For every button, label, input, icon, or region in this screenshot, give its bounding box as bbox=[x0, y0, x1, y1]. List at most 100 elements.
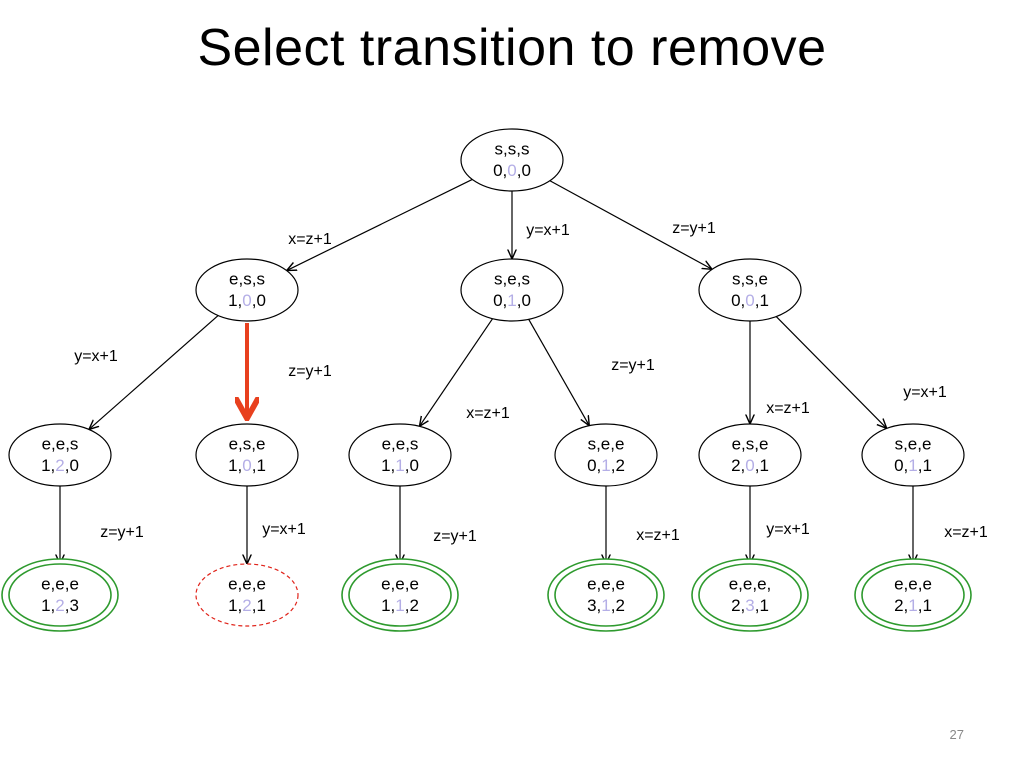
state-locations: e,e,e bbox=[41, 574, 79, 593]
transition-n1-n5[interactable]: z=y+1 bbox=[247, 323, 332, 416]
transition-label: y=x+1 bbox=[903, 384, 947, 401]
transition-n2-n6[interactable]: x=z+1 bbox=[419, 318, 510, 427]
state-node-f3[interactable]: e,e,e 1,1,2 bbox=[341, 558, 459, 632]
transition-root-n3[interactable]: z=y+1 bbox=[549, 180, 716, 270]
transition-label: z=y+1 bbox=[433, 528, 477, 545]
state-node-f6[interactable]: e,e,e2,1,1 bbox=[854, 558, 972, 632]
state-outline bbox=[195, 258, 299, 322]
state-values: 0,1,0 bbox=[493, 291, 531, 310]
transition-n3-n8[interactable]: x=z+1 bbox=[750, 321, 810, 424]
page-number: 27 bbox=[949, 727, 964, 742]
transition-n7-f4[interactable]: x=z+1 bbox=[606, 486, 680, 564]
state-node-n3[interactable]: s,s,e 0,0,1 bbox=[698, 258, 802, 322]
state-node-f2[interactable]: e,e,e1,2,1 bbox=[195, 563, 299, 627]
transition-n6-f3[interactable]: z=y+1 bbox=[400, 486, 477, 564]
state-node-n6[interactable]: e,e,s 1,1,0 bbox=[348, 423, 452, 487]
edges-layer: x=z+1 y=x+1 z=y+1 y=x+1 z=y+1 x=z+1 z=y+1 x=z+1… bbox=[60, 178, 988, 564]
state-node-f1[interactable]: e,e,e 1,2,3 bbox=[1, 558, 119, 632]
transition-arrow[interactable] bbox=[775, 316, 886, 429]
state-node-n8[interactable]: e,s,e 2,0,1 bbox=[698, 423, 802, 487]
state-outline bbox=[698, 423, 802, 487]
state-values: 1,2,0 bbox=[41, 456, 79, 475]
transition-arrow[interactable] bbox=[89, 315, 219, 430]
transition-arrow[interactable] bbox=[287, 178, 473, 270]
state-node-f5[interactable]: e,e,e, 2,3,1 bbox=[691, 558, 809, 632]
state-values: 2,1,1 bbox=[894, 596, 932, 615]
state-values: 1,0,0 bbox=[228, 291, 266, 310]
state-locations: s,e,e bbox=[588, 434, 625, 453]
state-values: 1,1,0 bbox=[381, 456, 419, 475]
state-outline bbox=[348, 423, 452, 487]
state-outline bbox=[460, 258, 564, 322]
state-locations: s,e,s bbox=[494, 269, 530, 288]
transition-n3-n9[interactable]: y=x+1 bbox=[775, 316, 947, 429]
state-values: 1,2,3 bbox=[41, 596, 79, 615]
transition-label: x=z+1 bbox=[466, 405, 510, 422]
transition-label: z=y+1 bbox=[100, 524, 144, 541]
state-node-root[interactable]: s,s,s 0,0,0 bbox=[460, 128, 564, 192]
final-state-inner-ring bbox=[554, 563, 658, 627]
state-outline bbox=[861, 423, 965, 487]
transition-arrow[interactable] bbox=[549, 180, 712, 270]
state-locations: e,e,e, bbox=[729, 574, 772, 593]
state-outline bbox=[460, 128, 564, 192]
state-locations: e,e,e bbox=[587, 574, 625, 593]
state-values: 3,1,2 bbox=[587, 596, 625, 615]
state-values: 0,0,1 bbox=[731, 291, 769, 310]
state-values: 0,1,2 bbox=[587, 456, 625, 475]
state-locations: s,e,e bbox=[895, 434, 932, 453]
final-state-inner-ring bbox=[861, 563, 965, 627]
state-node-f4[interactable]: e,e,e 3,1,2 bbox=[547, 558, 665, 632]
transition-label: y=x+1 bbox=[74, 348, 118, 365]
transition-label: y=x+1 bbox=[766, 521, 810, 538]
state-values: 0,1,1 bbox=[894, 456, 932, 475]
transition-n4-f1[interactable]: z=y+1 bbox=[60, 486, 144, 564]
state-node-n5[interactable]: e,s,e 1,0,1 bbox=[195, 423, 299, 487]
state-locations: s,s,e bbox=[732, 269, 768, 288]
state-values: 1,0,1 bbox=[228, 456, 266, 475]
state-values: 0,0,0 bbox=[493, 161, 531, 180]
transition-label: x=z+1 bbox=[636, 527, 680, 544]
transition-n8-f5[interactable]: y=x+1 bbox=[750, 486, 810, 564]
state-node-n2[interactable]: s,e,s 0,1,0 bbox=[460, 258, 564, 322]
state-locations: e,e,s bbox=[382, 434, 419, 453]
state-locations: e,e,e bbox=[381, 574, 419, 593]
transition-label: y=x+1 bbox=[262, 521, 306, 538]
transition-label: z=y+1 bbox=[672, 220, 716, 237]
state-node-n9[interactable]: s,e,e 0,1,1 bbox=[861, 423, 965, 487]
state-node-n1[interactable]: e,s,s 1,0,0 bbox=[195, 258, 299, 322]
transition-root-n2[interactable]: y=x+1 bbox=[512, 191, 570, 259]
removed-state-outline bbox=[195, 563, 299, 627]
transition-arrow[interactable] bbox=[419, 318, 494, 427]
state-locations: e,e,s bbox=[42, 434, 79, 453]
final-state-inner-ring bbox=[698, 563, 802, 627]
state-values: 1,1,2 bbox=[381, 596, 419, 615]
transition-n1-n4[interactable]: y=x+1 bbox=[74, 315, 219, 430]
final-state-inner-ring bbox=[8, 563, 112, 627]
transition-label: x=z+1 bbox=[288, 231, 332, 248]
final-state-inner-ring bbox=[348, 563, 452, 627]
transition-n2-n7[interactable]: z=y+1 bbox=[528, 318, 655, 425]
state-values: 2,3,1 bbox=[731, 596, 769, 615]
transition-label: z=y+1 bbox=[611, 357, 655, 374]
state-locations: s,s,s bbox=[495, 139, 530, 158]
transition-n5-f2[interactable]: y=x+1 bbox=[247, 486, 306, 564]
transition-label: x=z+1 bbox=[766, 400, 810, 417]
state-node-n7[interactable]: s,e,e 0,1,2 bbox=[554, 423, 658, 487]
state-values: 2,0,1 bbox=[731, 456, 769, 475]
nodes-layer: s,s,s 0,0,0 e,s,s 1,0,0 s,e,s 0,1,0 s,s,e 0,0,1… bbox=[1, 128, 972, 632]
state-locations: e,s,e bbox=[229, 434, 266, 453]
transition-root-n1[interactable]: x=z+1 bbox=[287, 178, 473, 270]
state-locations: e,s,e bbox=[732, 434, 769, 453]
transition-label: x=z+1 bbox=[944, 524, 988, 541]
state-locations: e,s,s bbox=[229, 269, 265, 288]
transition-label: y=x+1 bbox=[526, 222, 570, 239]
state-values: 1,2,1 bbox=[228, 596, 266, 615]
transition-n9-f6[interactable]: x=z+1 bbox=[913, 486, 988, 564]
state-outline bbox=[195, 423, 299, 487]
transition-arrow[interactable] bbox=[528, 318, 590, 425]
state-outline bbox=[554, 423, 658, 487]
state-node-n4[interactable]: e,e,s 1,2,0 bbox=[8, 423, 112, 487]
transition-label: z=y+1 bbox=[288, 363, 332, 380]
